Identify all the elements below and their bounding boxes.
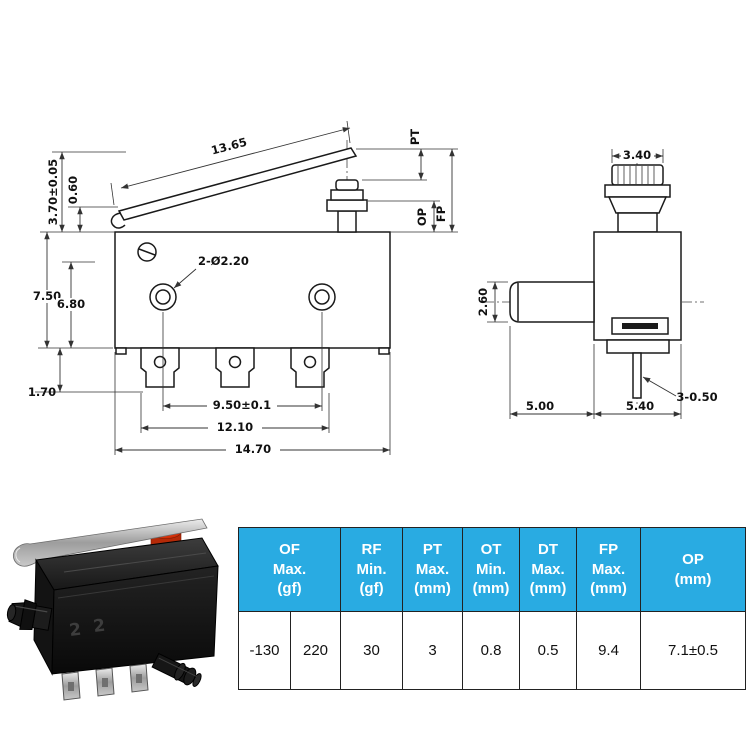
dimension-texts-front: 13.65 3.70±0.05 0.60 7.50 6.80 1.70 2-Ø2… — [28, 129, 448, 456]
dim-length-b: 5.40 — [626, 399, 654, 413]
dim-height-b: 6.80 — [57, 297, 85, 311]
product-photo: 2 2 — [6, 518, 219, 701]
spec-table: OF Max. (gf) RF Min. (gf) PT Max. (mm) O… — [237, 527, 747, 690]
molded-digit: 2 — [92, 616, 106, 637]
extension-lines-side — [487, 149, 682, 419]
left-tube — [6, 599, 53, 631]
dim-lever-gap: 0.60 — [66, 176, 80, 204]
switch-body: 2 2 — [33, 537, 219, 676]
front-view: 13.65 3.70±0.05 0.60 7.50 6.80 1.70 2-Ø2… — [28, 120, 458, 456]
lever-arm — [12, 518, 208, 567]
value-of-b: 220 — [289, 611, 342, 690]
dim-width-mid: 12.10 — [217, 420, 253, 434]
technical-drawing: 13.65 3.70±0.05 0.60 7.50 6.80 1.70 2-Ø2… — [28, 120, 718, 456]
dim-height-a: 7.50 — [33, 289, 61, 303]
dim-hole-pitch: 9.50±0.1 — [213, 398, 271, 412]
dim-length-a: 5.00 — [526, 399, 554, 413]
op-label: OP — [415, 208, 429, 226]
col-header-pt-max: PT Max. (mm) — [402, 527, 464, 612]
dim-terminal-height: 1.70 — [28, 385, 56, 399]
col-header-op: OP (mm) — [640, 527, 747, 612]
value-rf: 30 — [340, 611, 404, 690]
side-pin — [632, 352, 642, 399]
dim-holes-callout: 2-Ø2.20 — [198, 254, 249, 268]
col-header-of-max: OF Max. (gf) — [237, 527, 342, 612]
value-dt: 0.5 — [519, 611, 578, 690]
fp-label: FP — [434, 206, 448, 222]
col-header-ot-min: OT Min. (mm) — [462, 527, 521, 612]
side-slot — [611, 317, 669, 335]
pt-label: PT — [408, 129, 422, 145]
spec-header-row: OF Max. (gf) RF Min. (gf) PT Max. (mm) O… — [237, 527, 747, 612]
molded-digit: 2 — [68, 620, 82, 641]
value-ot: 0.8 — [462, 611, 521, 690]
dim-pin-callout: 3-0.50 — [676, 390, 717, 404]
dim-top-width: 3.40 — [623, 148, 651, 162]
side-step — [606, 339, 670, 354]
value-of-a: -130 — [238, 611, 291, 690]
terminals — [140, 347, 330, 388]
mounting-holes — [149, 283, 336, 311]
value-op: 7.1±0.5 — [640, 611, 747, 690]
col-header-dt-max: DT Max. (mm) — [519, 527, 578, 612]
side-slot-bar — [622, 323, 658, 329]
dim-lever-height: 3.70±0.05 — [46, 159, 60, 225]
side-button — [604, 164, 671, 233]
value-fp: 9.4 — [576, 611, 642, 690]
side-body-outline — [593, 231, 682, 341]
plunger — [326, 179, 368, 233]
col-header-fp-max: FP Max. (mm) — [576, 527, 642, 612]
dimension-texts-side: 3.40 2.60 5.00 5.40 3-0.50 — [476, 148, 718, 413]
screw-detail — [137, 242, 157, 262]
col-header-rf-min: RF Min. (gf) — [340, 527, 404, 612]
dim-boss-height: 2.60 — [476, 288, 490, 316]
spec-values-row: -130 220 30 3 0.8 0.5 9.4 7.1±0.5 — [238, 611, 747, 690]
photo-terminals — [61, 663, 149, 701]
right-tube — [151, 652, 202, 687]
value-pt: 3 — [402, 611, 464, 690]
dim-lever-length: 13.65 — [210, 135, 249, 158]
dim-width-total: 14.70 — [235, 442, 271, 456]
lever — [110, 147, 358, 229]
side-boss — [509, 281, 595, 323]
extension-lines-front — [35, 120, 458, 455]
side-view: 3.40 2.60 5.00 5.40 3-0.50 — [476, 148, 718, 419]
